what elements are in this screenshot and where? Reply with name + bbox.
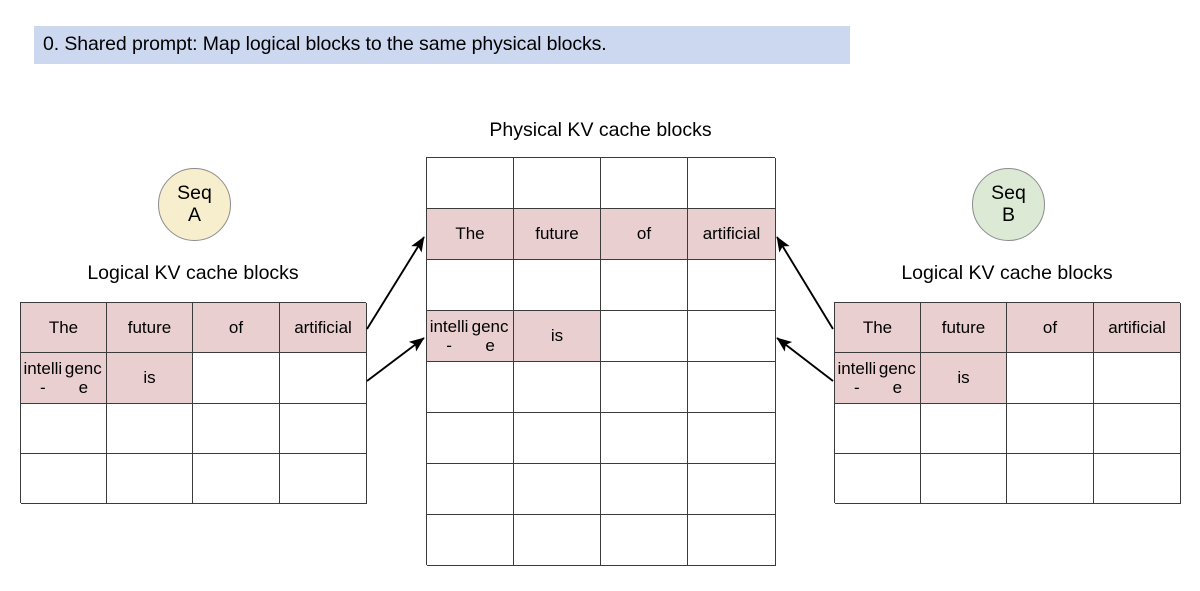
physical-block-cell-r4-c1: [514, 362, 601, 413]
seq-a-logical-blocks-caption: Logical KV cache blocks: [87, 262, 299, 284]
physical-block-cell-r5-c0: [427, 413, 514, 464]
physical-block-cell-r0-c3: [688, 158, 776, 209]
physical-block-cell-r2-c1: [514, 260, 601, 311]
physical-block-cell-r6-c2: [601, 464, 688, 515]
seq-b-block-cell-r1-c2: [1007, 353, 1094, 404]
seq-b-block-cell-r0-c1: future: [921, 303, 1007, 353]
physical-block-cell-r1-c2: of: [601, 209, 688, 260]
physical-block-cell-r4-c0: [427, 362, 514, 413]
physical-block-cell-r0-c1: [514, 158, 601, 209]
seq-b-block-cell-r2-c3: [1094, 404, 1181, 454]
seq-a-block-cell-r0-c0: The: [21, 303, 107, 353]
seq-a-block-cell-r1-c0: intelli-gence: [21, 353, 107, 404]
physical-block-cell-r2-c0: [427, 260, 514, 311]
arrow-seq-b-block-1: [776, 337, 834, 382]
physical-block-cell-r3-c1: is: [514, 311, 601, 362]
arrow-seq-a-block-0: [366, 236, 425, 330]
seq-a-block-cell-r3-c2: [193, 454, 280, 504]
seq-a-badge-line1: Seq: [177, 181, 212, 204]
seq-b-block-cell-r2-c2: [1007, 404, 1094, 454]
seq-b-block-cell-r2-c0: [835, 404, 921, 454]
physical-block-cell-r6-c3: [688, 464, 776, 515]
seq-a-block-cell-r3-c1: [107, 454, 193, 504]
physical-block-cell-r3-c2: [601, 311, 688, 362]
physical-block-cell-r6-c1: [514, 464, 601, 515]
seq-a-block-cell-r3-c0: [21, 454, 107, 504]
seq-b-badge: Seq B: [972, 168, 1045, 241]
seq-a-block-cell-r2-c3: [280, 404, 367, 454]
seq-b-block-cell-r3-c2: [1007, 454, 1094, 504]
seq-b-badge-line1: Seq: [991, 181, 1026, 204]
physical-block-cell-r3-c3: [688, 311, 776, 362]
seq-a-block-cell-r1-c1: is: [107, 353, 193, 404]
seq-a-block-cell-r2-c2: [193, 404, 280, 454]
physical-block-cell-r4-c3: [688, 362, 776, 413]
seq-b-block-cell-r1-c0: intelli-gence: [835, 353, 921, 404]
physical-blocks-caption: Physical KV cache blocks: [489, 119, 712, 141]
physical-block-cell-r7-c1: [514, 515, 601, 566]
seq-b-block-cell-r3-c0: [835, 454, 921, 504]
physical-block-cell-r2-c3: [688, 260, 776, 311]
physical-block-cell-r4-c2: [601, 362, 688, 413]
physical-block-cell-r1-c0: The: [427, 209, 514, 260]
seq-b-block-cell-r0-c3: artificial: [1094, 303, 1181, 353]
seq-a-block-cell-r2-c1: [107, 404, 193, 454]
physical-block-cell-r2-c2: [601, 260, 688, 311]
seq-b-block-cell-r0-c2: of: [1007, 303, 1094, 353]
seq-a-block-cell-r0-c2: of: [193, 303, 280, 353]
physical-block-cell-r7-c0: [427, 515, 514, 566]
seq-b-block-cell-r3-c1: [921, 454, 1007, 504]
seq-a-badge-line2: A: [187, 203, 201, 226]
physical-block-cell-r6-c0: [427, 464, 514, 515]
seq-b-block-cell-r2-c1: [921, 404, 1007, 454]
seq-b-block-cell-r0-c0: The: [835, 303, 921, 353]
seq-b-logical-blocks-caption: Logical KV cache blocks: [901, 262, 1113, 284]
page-title: 0. Shared prompt: Map logical blocks to …: [43, 33, 607, 56]
physical-block-cell-r5-c1: [514, 413, 601, 464]
physical-block-cell-r5-c2: [601, 413, 688, 464]
physical-block-cell-r3-c0: intelli-gence: [427, 311, 514, 362]
seq-a-block-cell-r1-c2: [193, 353, 280, 404]
physical-block-cell-r0-c2: [601, 158, 688, 209]
arrow-seq-b-block-0: [776, 236, 834, 330]
physical-block-cell-r7-c3: [688, 515, 776, 566]
physical-block-cell-r1-c1: future: [514, 209, 601, 260]
seq-a-badge: Seq A: [158, 168, 231, 241]
physical-block-cell-r0-c0: [427, 158, 514, 209]
physical-block-cell-r7-c2: [601, 515, 688, 566]
title-banner: 0. Shared prompt: Map logical blocks to …: [34, 26, 850, 64]
seq-a-block-cell-r3-c3: [280, 454, 367, 504]
seq-b-block-cell-r1-c3: [1094, 353, 1181, 404]
seq-b-block-cell-r3-c3: [1094, 454, 1181, 504]
seq-a-block-cell-r1-c3: [280, 353, 367, 404]
seq-a-block-cell-r0-c1: future: [107, 303, 193, 353]
physical-block-cell-r5-c3: [688, 413, 776, 464]
seq-a-block-cell-r2-c0: [21, 404, 107, 454]
arrow-seq-a-block-1: [366, 337, 425, 382]
seq-b-badge-line2: B: [1001, 203, 1015, 226]
seq-b-block-cell-r1-c1: is: [921, 353, 1007, 404]
seq-a-block-cell-r0-c3: artificial: [280, 303, 367, 353]
physical-block-cell-r1-c3: artificial: [688, 209, 776, 260]
